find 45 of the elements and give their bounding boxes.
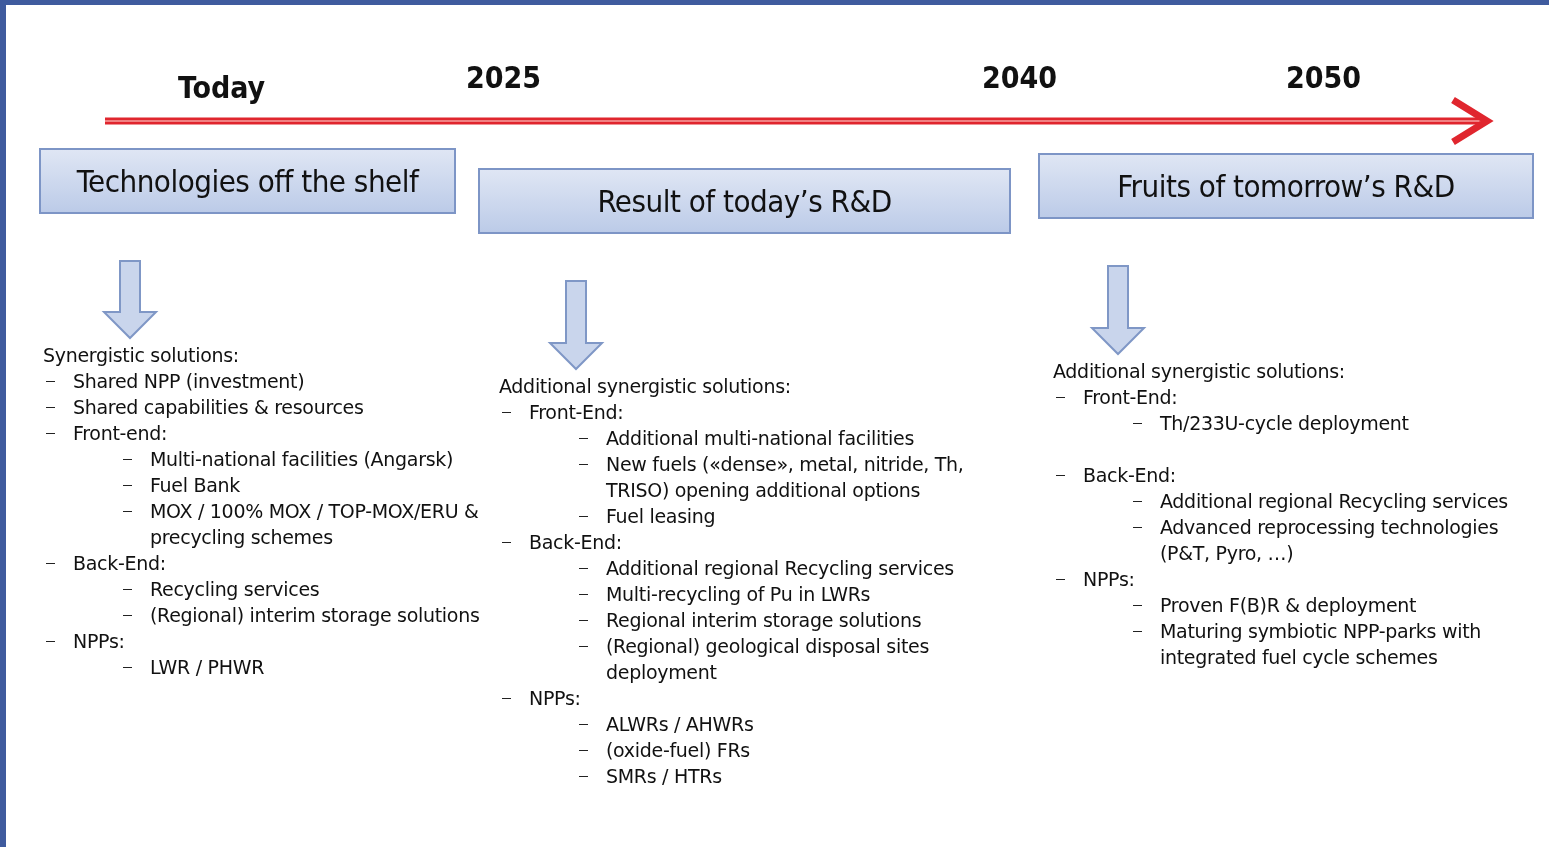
list-item: NPPs: xyxy=(1083,567,1136,592)
list-item: Fuel Bank xyxy=(150,473,241,498)
timeline-label: Today xyxy=(178,70,266,105)
list-item: Shared capabilities & resources xyxy=(73,395,365,420)
list-heading: Additional synergistic solutions: xyxy=(1053,359,1346,384)
list-item: Multi-national facilities (Angarsk) xyxy=(150,447,455,472)
list-item: (Regional) geological disposal sites deployment xyxy=(606,634,931,685)
block-arrow xyxy=(547,280,605,371)
list-item: SMRs / HTRs xyxy=(606,764,723,789)
list-item: Back-End: xyxy=(1083,463,1177,488)
list-item: Shared NPP (investment) xyxy=(73,369,306,394)
list-item: Additional regional Recycling services xyxy=(606,556,955,581)
list-item: Maturing symbiotic NPP-parks with integrated fuel cycle schemes xyxy=(1160,619,1483,670)
list-item: Th/233U-cycle deployment xyxy=(1160,411,1410,436)
list-item: (Regional) interim storage solutions xyxy=(150,603,481,628)
list-item: ALWRs / AHWRs xyxy=(606,712,755,737)
list-item: Additional multi-national facilities xyxy=(606,426,915,451)
phase-box: Technologies off the shelf xyxy=(39,148,456,214)
list-item: Multi-recycling of Pu in LWRs xyxy=(606,582,872,607)
list-item: Advanced reprocessing technologies (P&T, Pyro, …) xyxy=(1160,515,1500,566)
list-item: Back-End: xyxy=(73,551,167,576)
list-item: New fuels («dense», metal, nitride, Th, TRISO) opening additional options xyxy=(606,452,965,503)
list-item: Front-End: xyxy=(529,400,625,425)
list-item: Regional interim storage solutions xyxy=(606,608,923,633)
list-heading: Additional synergistic solutions: xyxy=(499,374,792,399)
list-item: Front-End: xyxy=(1083,385,1179,410)
list-item: Back-End: xyxy=(529,530,623,555)
list-item: (oxide-fuel) FRs xyxy=(606,738,751,763)
list-item: Proven F(B)R & deployment xyxy=(1160,593,1418,618)
year-label: 2025 xyxy=(466,60,542,95)
phase-box: Result of today’s R&D xyxy=(478,168,1011,234)
list-item: NPPs: xyxy=(73,629,126,654)
list-item: Recycling services xyxy=(150,577,321,602)
list-item: Fuel leasing xyxy=(606,504,717,529)
list-item: Front-end: xyxy=(73,421,169,446)
phase-box: Fruits of tomorrow’s R&D xyxy=(1038,153,1534,219)
year-label: 2040 xyxy=(982,60,1058,95)
block-arrow xyxy=(101,260,159,340)
list-heading: Synergistic solutions: xyxy=(43,343,240,368)
list-item: NPPs: xyxy=(529,686,582,711)
list-item: LWR / PHWR xyxy=(150,655,266,680)
year-label: 2050 xyxy=(1286,60,1362,95)
list-item: Additional regional Recycling services xyxy=(1160,489,1509,514)
list-item: MOX / 100% MOX / TOP-MOX/ERU & precycling schemes xyxy=(150,499,480,550)
block-arrow xyxy=(1089,265,1147,356)
